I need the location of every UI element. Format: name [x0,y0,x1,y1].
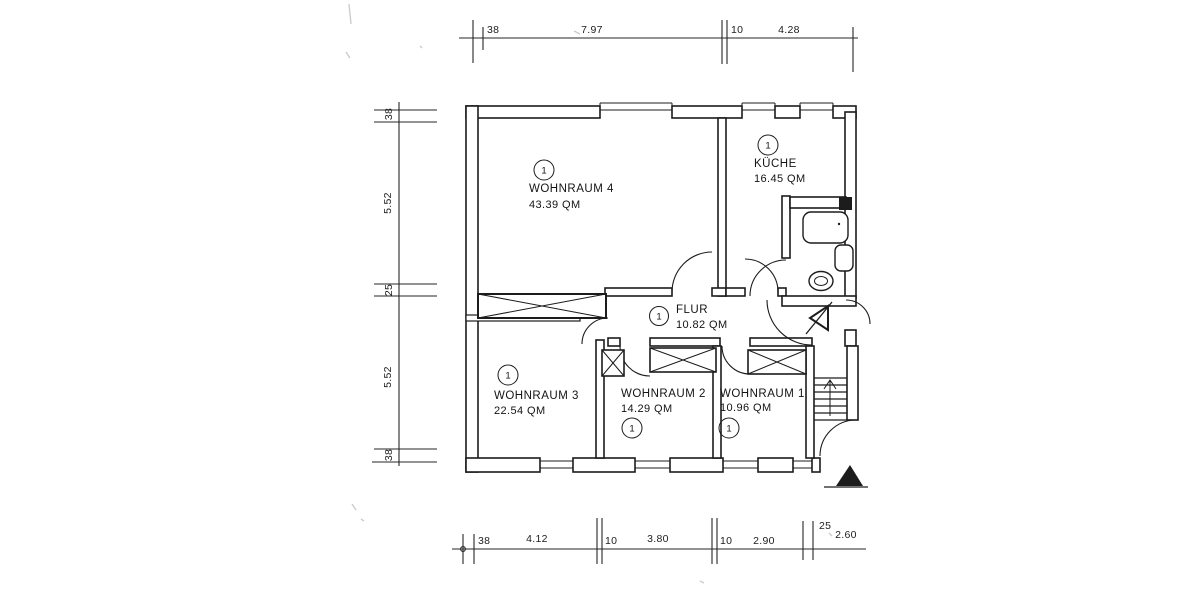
outer-walls [465,102,859,473]
unit-number: 1 [726,424,731,435]
closet-hall-long [477,293,607,319]
unit-number: 1 [629,424,634,435]
boiler [839,197,852,210]
window-bottom-1 [540,460,573,469]
dim-bottom-38: 38 [478,535,490,547]
window-bottom-2 [635,460,670,469]
closet-wr2-top [649,347,717,373]
door-arcs [581,251,871,457]
window-top-2 [741,102,776,111]
dim-top-38: 38 [487,24,499,36]
wall-stairwell-right [846,345,859,421]
dimension-chain-bottom: 38 4.12 10 3.80 10 2.90 25 2.60 [452,518,866,564]
dim-bottom-380: 3.80 [647,533,669,545]
door-arc-bath [749,259,787,297]
stair-direction-arrow [823,379,837,416]
unit-circle [718,417,740,439]
room-name: KÜCHE [754,158,797,170]
dim-bottom-25: 25 [819,520,831,532]
room-area: 16.45 QM [754,173,806,185]
closet-wr2-corner [601,349,625,377]
unit-circle [533,159,555,181]
room-wohnraum2-label: WOHNRAUM 2 14.29 QM 1 [621,388,706,439]
dim-top-428: 4.28 [778,24,800,36]
entrance-solid-triangle [824,465,868,488]
door-arc-wohnraum4 [671,251,713,293]
room-wohnraum1-label: WOHNRAUM 1 10.96 QM 1 [718,388,805,439]
unit-circle [757,134,779,156]
window-top-3 [799,102,834,111]
room-area: 10.82 QM [676,319,728,331]
toilet-bowl [814,276,828,286]
wall-left [465,105,479,473]
closet-wr1-top [747,349,807,375]
window-bottom-3 [723,460,758,469]
room-kueche-label: 1 KÜCHE 16.45 QM [754,134,806,185]
room-area: 43.39 QM [529,199,581,211]
door-arc-apartment-entry [766,299,813,346]
room-name: WOHNRAUM 4 [529,183,614,195]
stairwell [814,377,847,421]
room-flur-label: 1 FLUR 10.82 QM [649,304,728,331]
closets [477,293,807,377]
door-arc-kueche [744,258,779,293]
unit-number: 1 [505,371,510,382]
unit-number: 1 [765,141,770,152]
room-wohnraum3-label: 1 WOHNRAUM 3 22.54 QM [494,364,579,417]
wall-wr1-stair [805,345,815,459]
wall-bath-top [789,196,847,209]
room-name: FLUR [676,304,708,316]
unit-circle [621,417,643,439]
dim-bottom-10a: 10 [605,535,617,547]
dim-bottom-412: 4.12 [526,533,548,545]
wall-wr3-wr2 [595,339,605,459]
wall-wr2-wr1 [712,345,722,459]
dim-bottom-260: 2.60 [835,529,857,541]
door-arc-building-entrance [819,419,857,457]
dim-left-38a: 38 [383,108,395,120]
dim-left-38b: 38 [383,449,395,461]
room-area: 14.29 QM [621,403,673,415]
room-name: WOHNRAUM 2 [621,388,706,400]
door-arc-landing [845,299,871,325]
window-bottom-4 [793,460,812,469]
room-name: WOHNRAUM 1 [720,388,805,400]
dimension-chain-top: 38 7.97 10 4.28 [459,20,858,72]
dim-bottom-10b: 10 [720,535,732,547]
entry-direction-triangle [805,301,833,335]
room-name: WOHNRAUM 3 [494,390,579,402]
wall-bath-left [781,195,791,259]
sink [834,244,854,272]
dimension-chain-left: 38 5.52 25 5.52 38 [372,102,437,466]
entrance-markers [805,301,868,488]
dim-left-25: 25 [383,284,395,296]
room-area: 22.54 QM [494,405,546,417]
wall-bath-bottom [781,295,857,307]
dim-left-552a: 5.52 [382,192,394,214]
toilet [808,270,834,292]
bath-fixtures [802,211,854,292]
door-arc-wohnraum1 [721,345,751,375]
unit-number: 1 [656,312,661,323]
dim-left-552b: 5.52 [382,366,394,388]
bathtub-drain [837,222,841,226]
bathtub [802,211,849,244]
scan-noise [345,3,833,584]
unit-number: 1 [541,166,546,177]
wall-wr4-kueche [717,117,727,297]
room-wohnraum4-label: 1 WOHNRAUM 4 43.39 QM [529,159,614,211]
wall-right-stub [844,329,857,347]
room-area: 10.96 QM [720,402,772,414]
dim-bottom-290: 2.90 [753,535,775,547]
unit-circle [649,306,669,326]
dim-top-797: 7.97 [581,24,603,36]
window-top-1 [599,102,673,111]
dim-top-10: 10 [731,24,743,36]
unit-circle [497,364,519,386]
